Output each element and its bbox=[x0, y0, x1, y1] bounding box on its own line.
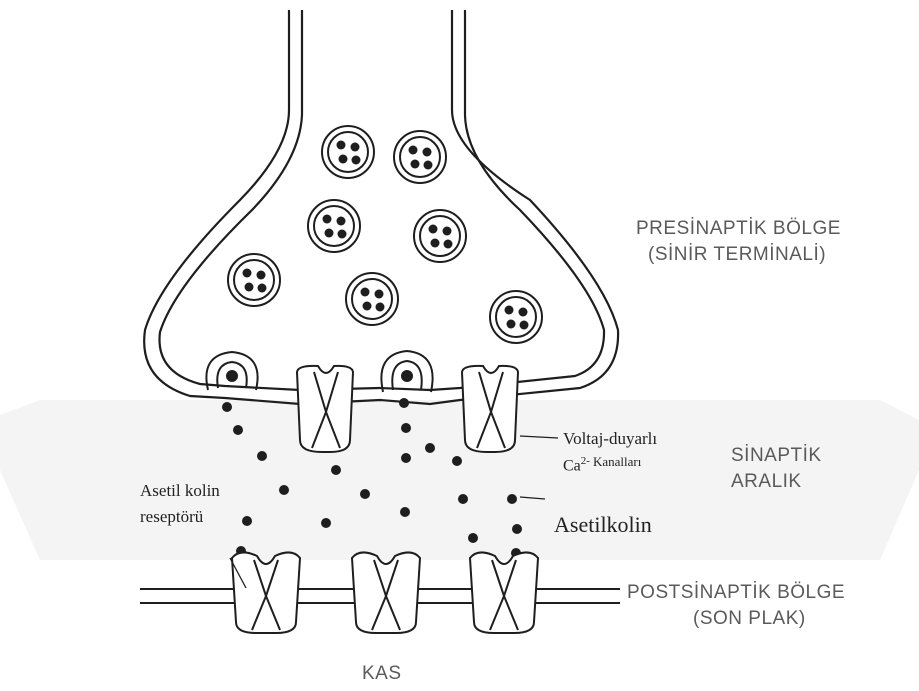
receptor-label: Asetil kolin reseptörü bbox=[140, 478, 220, 530]
vesicle bbox=[490, 291, 542, 343]
acetylcholine-receptor bbox=[470, 552, 538, 633]
presynaptic-membrane bbox=[144, 10, 618, 404]
calcium-charge: 2- bbox=[581, 455, 590, 467]
acetylcholine-receptor bbox=[352, 552, 420, 633]
voltage-label-line2: Ca2-Kanalları bbox=[563, 450, 657, 477]
fusing-vesicle-right bbox=[381, 351, 432, 392]
voltage-label-line1: Voltaj-duyarlı bbox=[563, 427, 657, 450]
voltage-channel-label: Voltaj-duyarlı Ca2-Kanalları bbox=[563, 427, 657, 477]
receptor-label-line1: Asetil kolin bbox=[140, 478, 220, 504]
vesicle bbox=[308, 200, 360, 252]
postsynaptic-label-line2: (SON PLAK) bbox=[627, 606, 845, 632]
vesicle bbox=[394, 131, 446, 183]
presynaptic-label-line1: PRESİNAPTİK BÖLGE bbox=[636, 216, 841, 242]
acetylcholine-label: Asetilkolin bbox=[554, 512, 652, 538]
vesicle-group bbox=[228, 126, 542, 343]
presynaptic-region-label: PRESİNAPTİK BÖLGE (SİNİR TERMİNALİ) bbox=[636, 216, 841, 268]
vesicle bbox=[228, 254, 280, 306]
cleft-label-line2: ARALIK bbox=[731, 469, 822, 495]
channels-word: Kanalları bbox=[590, 454, 641, 469]
receptor-label-line2: reseptörü bbox=[140, 504, 220, 530]
calcium-symbol: Ca bbox=[563, 457, 581, 474]
postsynaptic-region-label: POSTSİNAPTİK BÖLGE (SON PLAK) bbox=[627, 580, 845, 632]
vesicle bbox=[414, 210, 466, 262]
voltage-gated-channel bbox=[297, 366, 353, 452]
muscle-label: KAS bbox=[362, 661, 402, 687]
voltage-gated-channel bbox=[462, 366, 518, 452]
synaptic-cleft-label: SİNAPTİK ARALIK bbox=[731, 443, 822, 495]
cleft-label-line1: SİNAPTİK bbox=[731, 443, 822, 469]
acetylcholine-receptor bbox=[232, 552, 300, 633]
postsynaptic-label-line1: POSTSİNAPTİK BÖLGE bbox=[627, 580, 845, 606]
vesicle bbox=[322, 126, 374, 178]
vesicle bbox=[346, 273, 398, 325]
presynaptic-label-line2: (SİNİR TERMİNALİ) bbox=[636, 242, 841, 268]
